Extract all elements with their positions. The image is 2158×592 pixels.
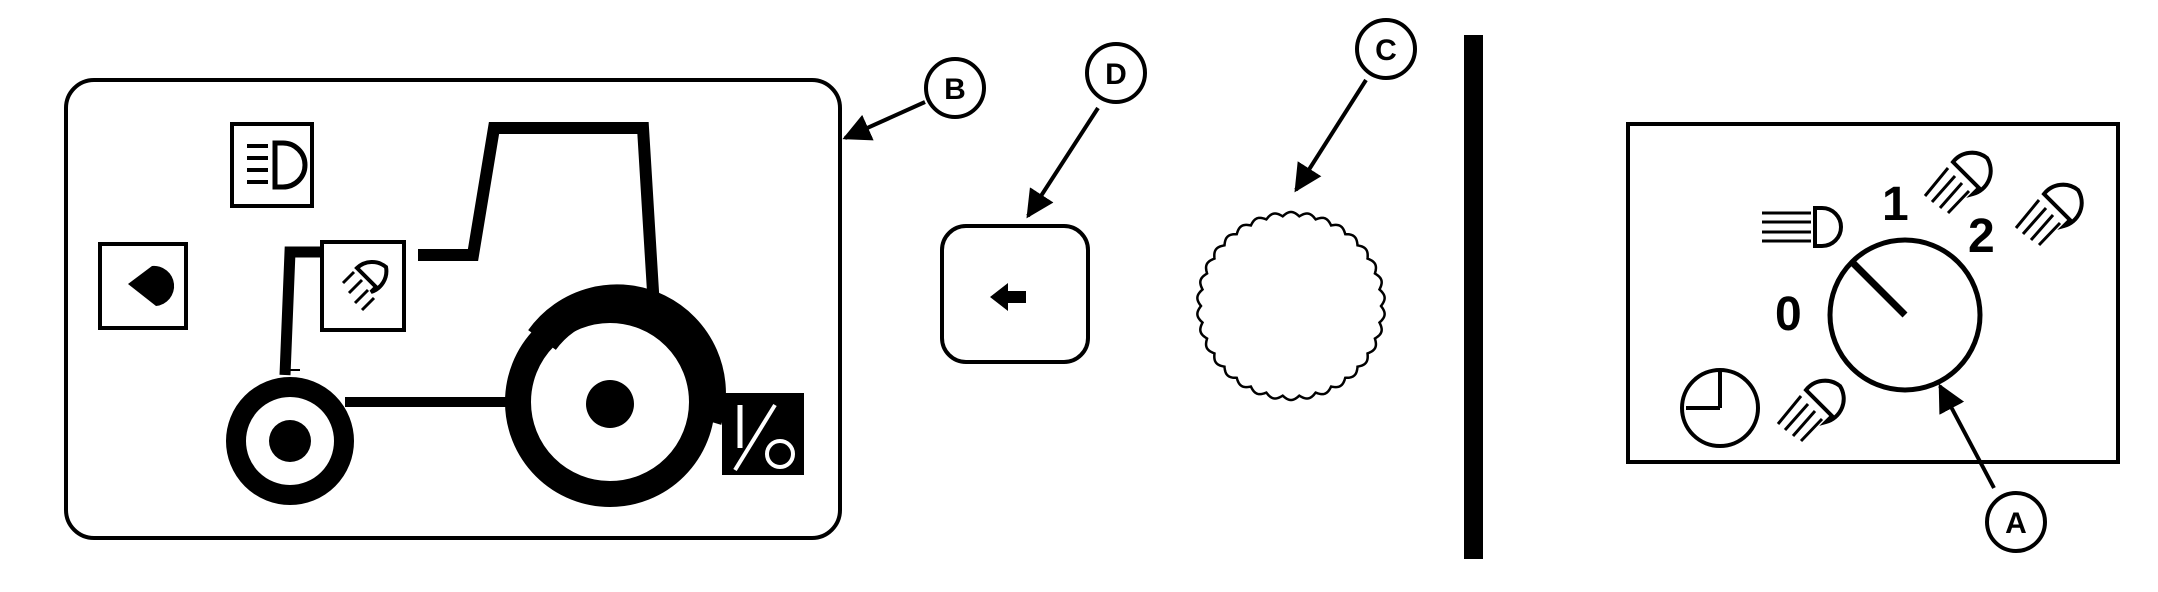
position-2-label: 2	[1968, 210, 1995, 263]
work-light-icon	[1923, 150, 1993, 215]
light-switch-knob-icon[interactable]	[1827, 237, 1983, 393]
warning-light-outline	[1196, 210, 1386, 402]
tractor-icon	[226, 122, 726, 507]
leader-d	[1026, 106, 1100, 219]
indicator-panel-frame	[64, 78, 842, 540]
headlight-icon	[247, 140, 308, 190]
callout-b-label: B	[944, 73, 966, 106]
beacon-indicator	[98, 242, 188, 330]
callout-leaders	[842, 78, 1996, 489]
position-0-label: 0	[1775, 288, 1802, 341]
turn-signal-arrow-icon	[990, 283, 1026, 311]
position-1-label: 1	[1882, 178, 1909, 231]
divider	[1464, 35, 1483, 559]
wavy-outline	[1196, 210, 1386, 402]
front-wheel-hub	[269, 420, 311, 462]
slow-moving-vehicle-icon	[733, 403, 795, 472]
callout-a: A	[1985, 491, 2047, 553]
work-light-icon	[1776, 378, 1846, 443]
leader-a	[1938, 383, 1996, 489]
callout-d: D	[1085, 42, 1147, 104]
light-switch-panel-frame	[1626, 122, 2120, 464]
callout-d-label: D	[1105, 58, 1127, 91]
work-light-icon	[2014, 182, 2084, 247]
callout-b: B	[924, 57, 986, 119]
callout-c: C	[1355, 18, 1417, 80]
turn-signal-indicator	[940, 224, 1090, 364]
work-light-indicator	[320, 240, 406, 332]
callout-a-label: A	[2005, 507, 2027, 540]
light-switch-panel: 0 1 2	[1626, 122, 2120, 464]
slow-moving-vehicle-indicator	[722, 393, 804, 475]
beacon-icon	[128, 265, 175, 306]
leader-c	[1294, 78, 1368, 193]
headlight-icon	[1762, 206, 1843, 248]
work-light-icon	[341, 260, 389, 312]
leader-b	[842, 100, 926, 141]
callout-c-label: C	[1375, 34, 1397, 67]
parking-light-icon	[1680, 368, 1760, 448]
headlight-indicator	[230, 122, 314, 208]
indicator-panel	[64, 78, 842, 540]
rear-wheel-hub	[586, 380, 634, 428]
